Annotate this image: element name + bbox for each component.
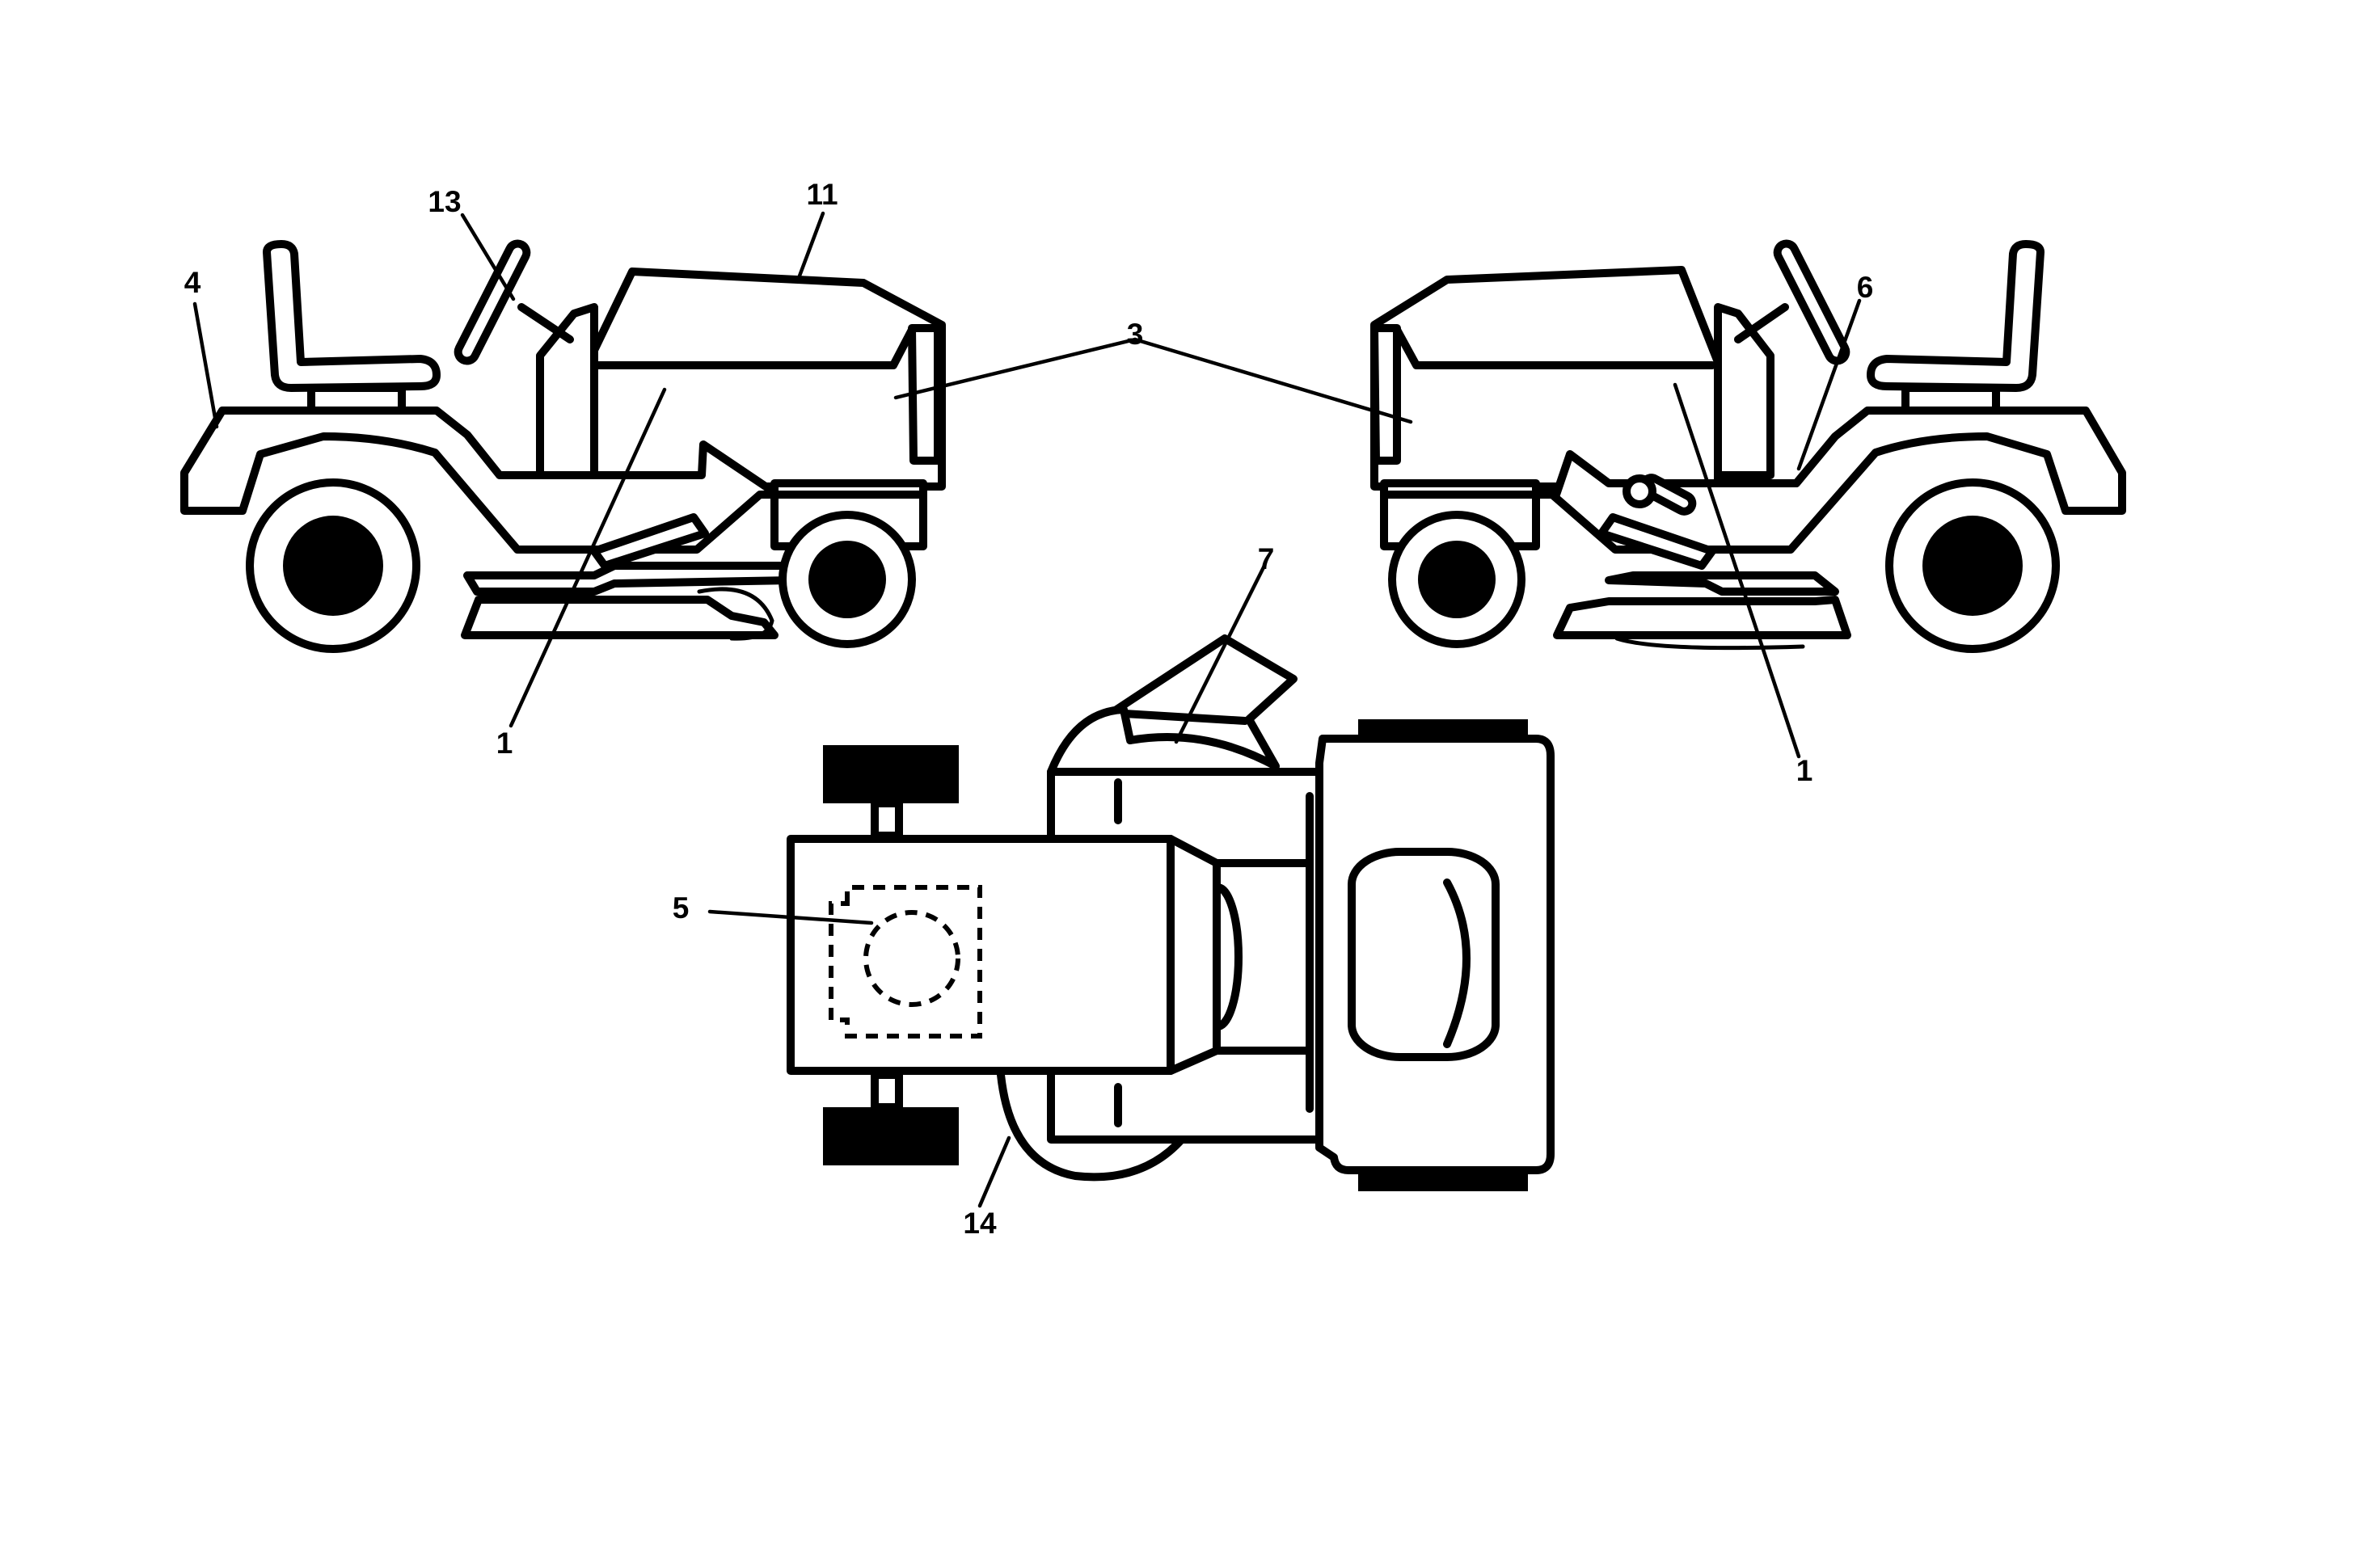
hood-panel-line-left [590, 326, 916, 369]
callout-5: 5 [673, 891, 690, 925]
tractor-left-side-view [180, 239, 946, 653]
grille-right [1370, 324, 1401, 465]
callout-6: 6 [1857, 271, 1874, 304]
seat-post-left [307, 384, 406, 415]
hood-panel-line-right [1393, 326, 1716, 369]
seat-post-right [1901, 384, 2000, 415]
tractor-right-side-view [1370, 239, 2126, 653]
seat-right [1867, 240, 2045, 392]
seat-left [263, 240, 441, 392]
pedal-left [590, 513, 709, 570]
body-fender-left [180, 407, 927, 554]
front-hub-left [808, 541, 886, 618]
leader-lines [192, 211, 1862, 1208]
callout-1-right: 1 [1796, 754, 1813, 787]
engine-box-top [829, 885, 982, 1039]
rear-hub-right [1922, 516, 2023, 616]
seat-top [1348, 848, 1500, 1061]
steering-column-right [1734, 303, 1789, 343]
deck-chute-left [697, 587, 774, 641]
rear-hub-left [283, 516, 383, 616]
hood-right [1370, 266, 1722, 491]
seat-back-line-top [1443, 878, 1471, 1048]
callout-1-left: 1 [496, 727, 513, 760]
front-tire-top-upper [823, 745, 959, 803]
rear-tire-top-upper [1358, 719, 1528, 737]
callout-11: 11 [806, 178, 838, 211]
grille-left [908, 324, 942, 465]
front-axle-upper [871, 799, 903, 840]
frame-rail-left [463, 562, 796, 596]
front-axle-lower [871, 1071, 903, 1111]
callout-7: 7 [1258, 542, 1275, 575]
callout-13: 13 [428, 185, 461, 218]
dash-tower-left [536, 303, 598, 479]
mower-deck-right [1553, 596, 1851, 639]
deck-chute-right [1614, 636, 1805, 651]
steering-column-left [517, 303, 574, 343]
frame-rail-right [1605, 571, 1839, 596]
tractor-top-view [787, 634, 1555, 1191]
callout-labels: 4 13 11 3 6 1 1 7 5 14 [184, 178, 1874, 1240]
steering-wheel-right [1773, 239, 1850, 365]
body-fender-right [1380, 407, 2126, 554]
steering-wheel-left [454, 239, 531, 365]
pedal-right [1597, 513, 1716, 570]
callout-3: 3 [1127, 318, 1144, 351]
mower-deck-left [461, 596, 779, 639]
engine-circle-top [863, 910, 960, 1007]
front-hub-right [1418, 541, 1496, 618]
discharge-chute-top [1108, 634, 1298, 770]
rear-tire-top-lower [1358, 1173, 1528, 1191]
front-tire-top-lower [823, 1107, 959, 1165]
key-decal-right [1623, 474, 1697, 516]
hood-transition-top [1167, 835, 1221, 1075]
hood-left [584, 268, 946, 491]
callout-14: 14 [963, 1207, 997, 1240]
chute-crease-top [1108, 709, 1249, 725]
callout-4: 4 [184, 266, 201, 299]
deck-arc-top [1047, 706, 1134, 776]
dash-tower-right [1714, 303, 1774, 479]
